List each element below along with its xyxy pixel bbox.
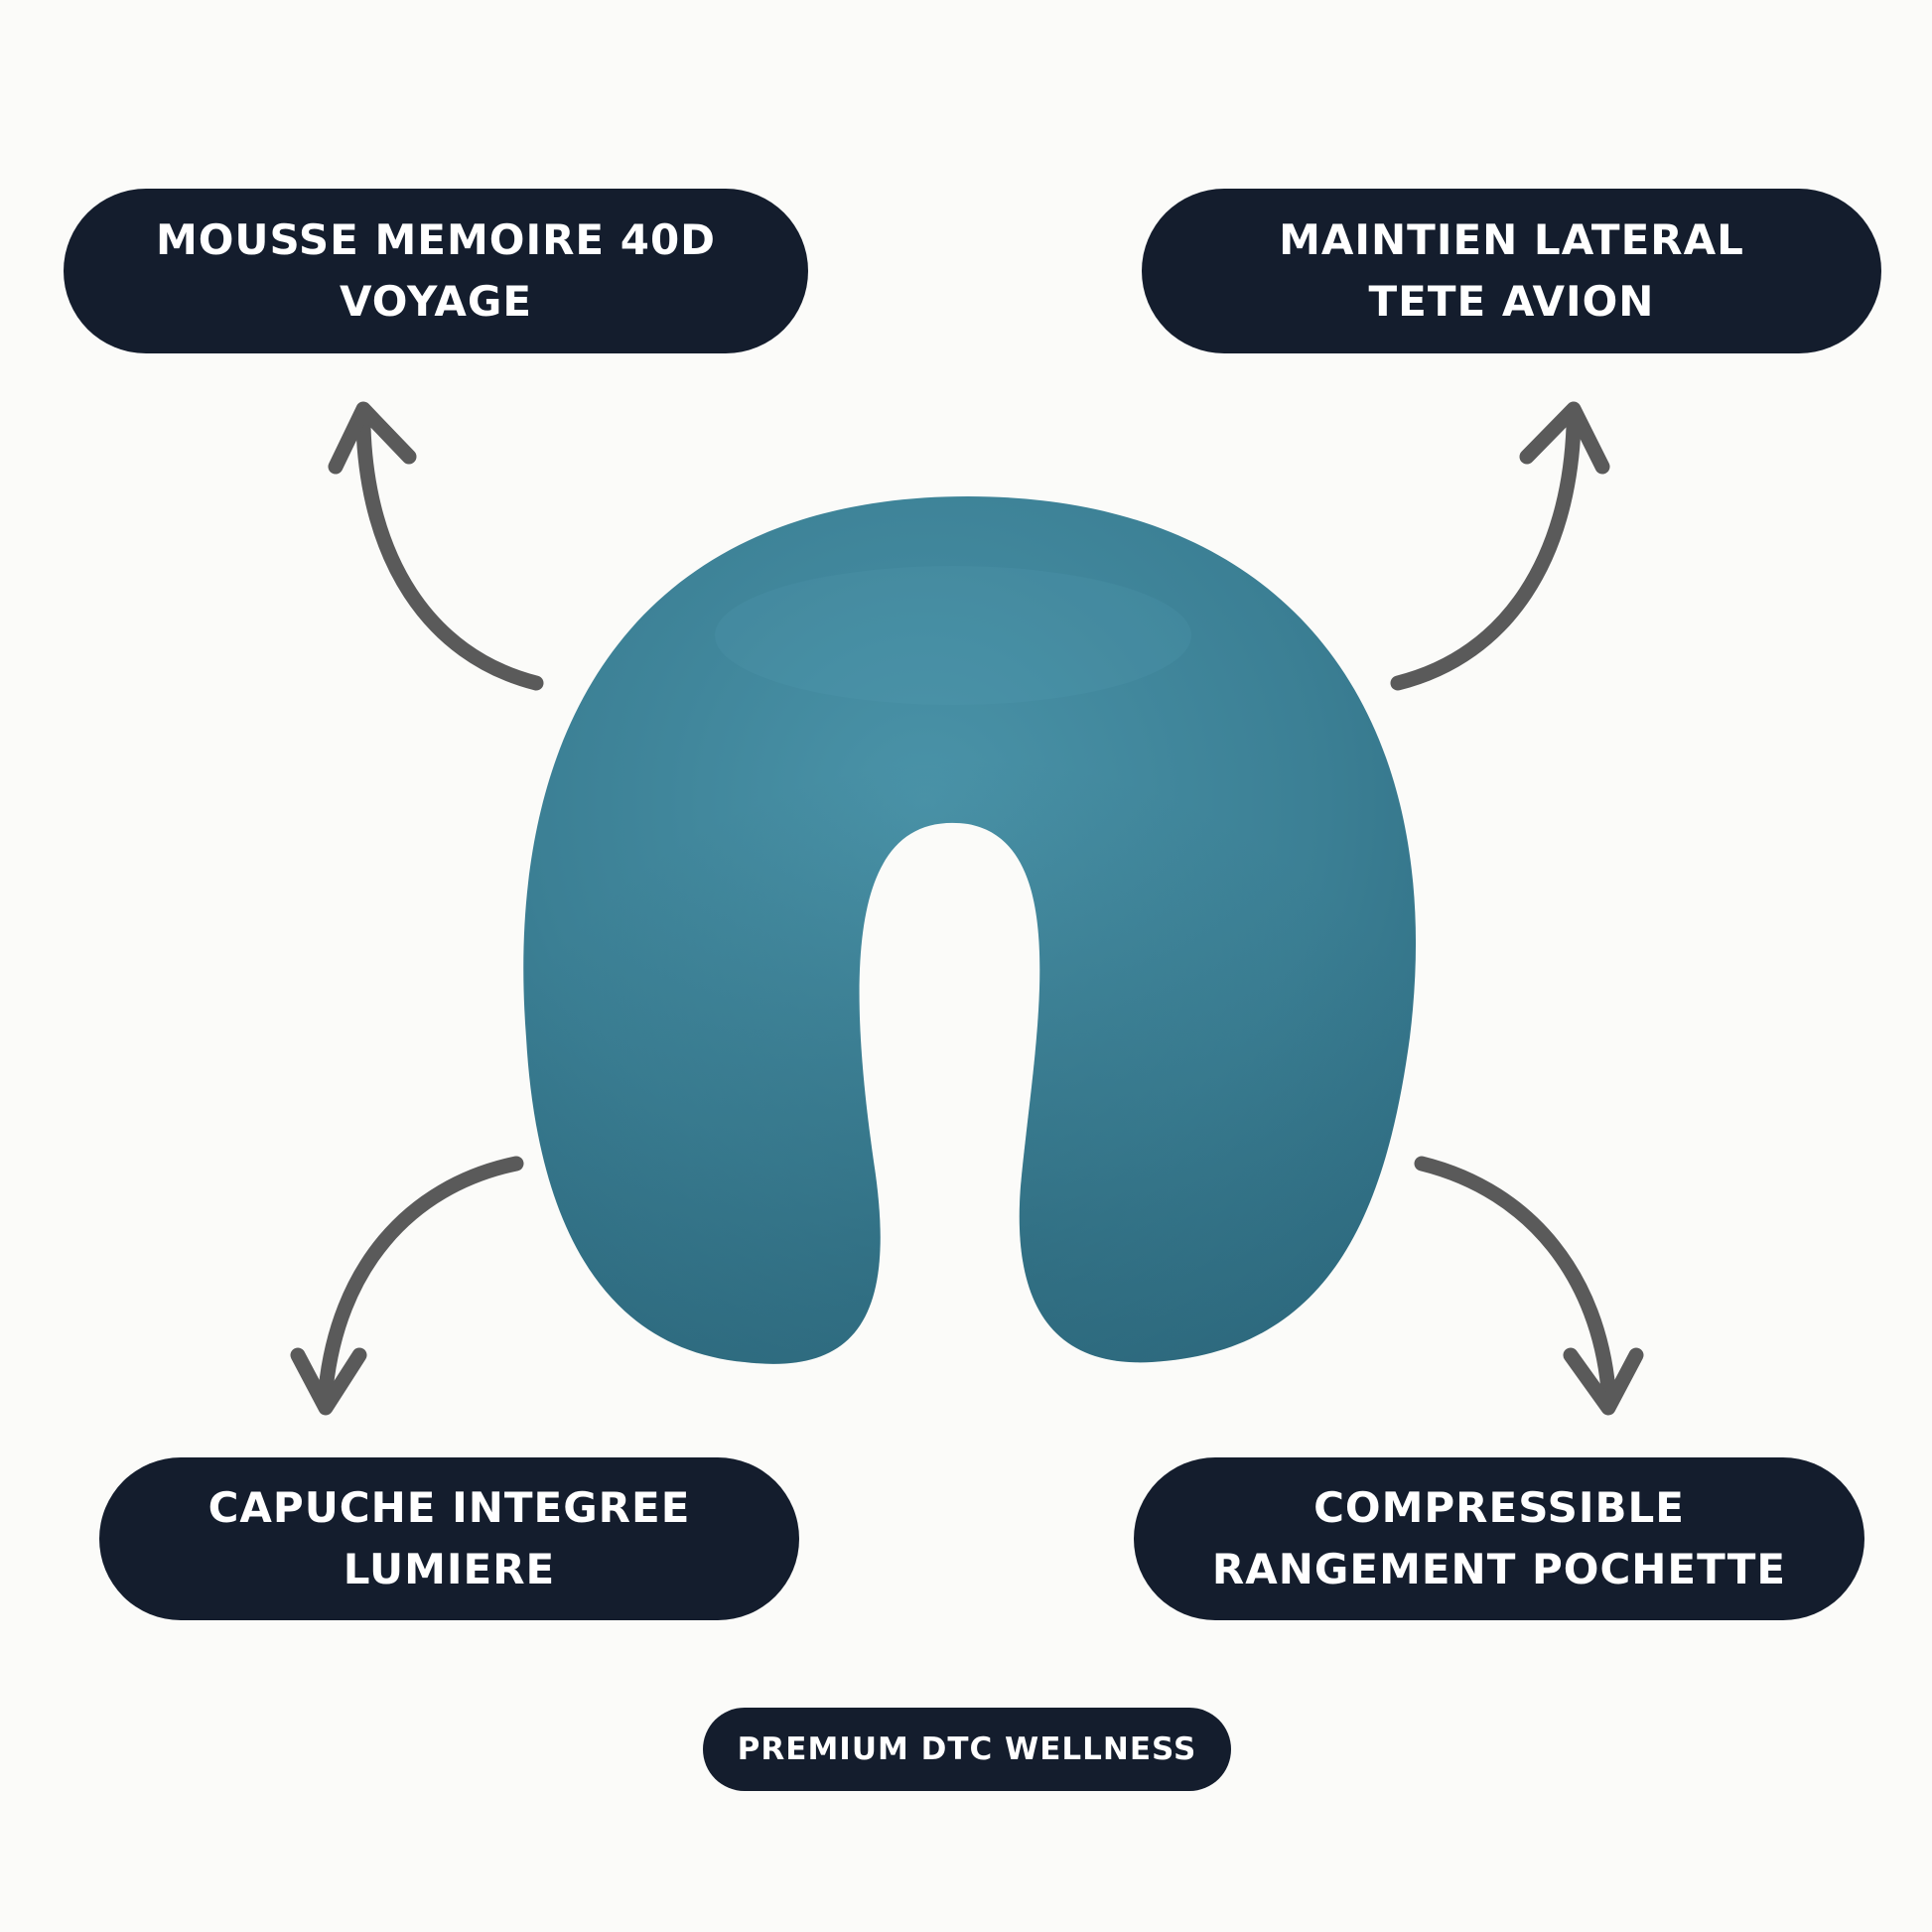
arrow-top-right (1390, 401, 1610, 691)
feature-badge-memory-foam: MOUSSE MEMOIRE 40D VOYAGE (64, 189, 808, 353)
arrow-bottom-left (290, 1156, 524, 1416)
arrow-top-left (328, 401, 544, 691)
feature-badge-line-1: MOUSSE MEMOIRE 40D (155, 215, 717, 264)
arrow-bottom-right (1414, 1156, 1644, 1416)
feature-badge-line-2: RANGEMENT POCHETTE (1211, 1545, 1787, 1593)
feature-badge-line-1: MAINTIEN LATERAL (1279, 215, 1744, 264)
brand-badge: PREMIUM DTC WELLNESS (703, 1708, 1231, 1791)
feature-badge-line-2: TETE AVION (1368, 277, 1655, 326)
feature-badge-line-1: CAPUCHE INTEGREE (207, 1483, 691, 1532)
neck-pillow (523, 496, 1417, 1364)
feature-badge-hood: CAPUCHE INTEGREE LUMIERE (99, 1457, 799, 1620)
brand-label: PREMIUM DTC WELLNESS (737, 1731, 1197, 1767)
feature-badge-lateral-support: MAINTIEN LATERAL TETE AVION (1142, 189, 1881, 353)
feature-badge-line-2: VOYAGE (339, 277, 533, 326)
feature-badge-line-1: COMPRESSIBLE (1313, 1483, 1685, 1532)
feature-badge-compressible: COMPRESSIBLE RANGEMENT POCHETTE (1134, 1457, 1864, 1620)
feature-badge-line-2: LUMIERE (343, 1545, 556, 1593)
